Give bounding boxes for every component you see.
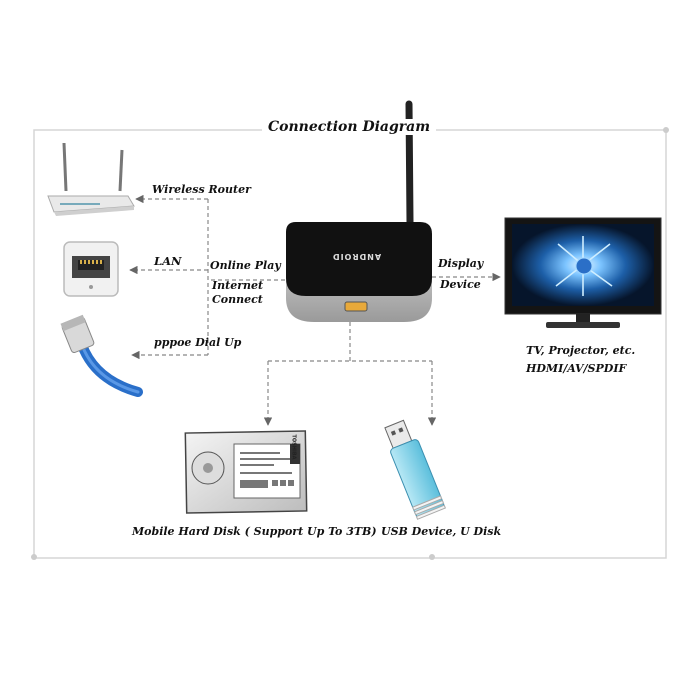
display-label-line1: Display bbox=[438, 257, 484, 270]
wireless-router-icon bbox=[47, 142, 135, 216]
box-brand-logo: ANDROID bbox=[332, 252, 382, 261]
lan-label: LAN bbox=[154, 254, 182, 268]
display-caption-line2: HDMI/AV/SPDIF bbox=[526, 362, 627, 375]
frame-corner-dot bbox=[31, 554, 37, 560]
internet-connect-label: Internet Connect bbox=[212, 279, 264, 306]
usb-drive-icon bbox=[384, 419, 447, 520]
tv-icon bbox=[504, 217, 662, 328]
lan-port-icon bbox=[63, 241, 119, 297]
display-label-line2: Device bbox=[440, 278, 481, 291]
ethernet-cable-icon bbox=[60, 314, 143, 397]
hdd-brand-label: TOSHIBA bbox=[290, 434, 297, 460]
online-play-label: Online Play bbox=[210, 259, 281, 272]
frame-corner-dot bbox=[429, 554, 435, 560]
usb-caption: USB Device, U Disk bbox=[381, 525, 502, 538]
display-caption-line1: TV, Projector, etc. bbox=[526, 344, 636, 357]
pppoe-label: pppoe Dial Up bbox=[154, 336, 242, 349]
hard-disk-icon bbox=[184, 430, 308, 514]
connection-lines bbox=[129, 194, 501, 426]
android-tv-box bbox=[286, 100, 432, 322]
hdd-caption: Mobile Hard Disk ( Support Up To 3TB) bbox=[132, 525, 377, 538]
diagram-title: Connection Diagram bbox=[262, 119, 437, 135]
wireless-router-label: Wireless Router bbox=[152, 183, 251, 196]
frame-corner-dot bbox=[663, 127, 669, 133]
